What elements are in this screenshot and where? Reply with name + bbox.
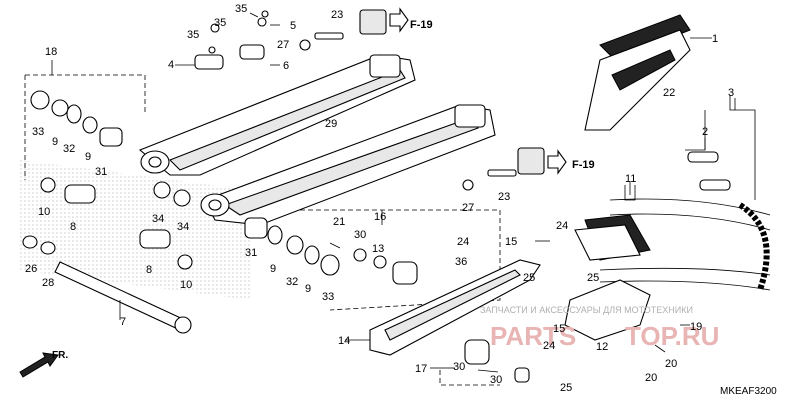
pivot-shaft — [54, 261, 192, 334]
callout-25a: 25 — [523, 272, 535, 284]
callout-32a: 32 — [63, 143, 75, 155]
callout-9b: 9 — [85, 151, 91, 163]
callout-35c: 35 — [187, 29, 199, 41]
left-bearing-stack — [22, 90, 193, 270]
swingarm — [138, 54, 496, 226]
callout-3: 3 — [728, 87, 734, 99]
callout-8b: 8 — [146, 264, 152, 276]
leader-lines — [119, 12, 736, 373]
callout-23b: 23 — [498, 191, 510, 203]
dotted-shading — [20, 160, 250, 300]
watermark-logo-right: TOP.RU — [625, 321, 719, 351]
callout-34b: 34 — [177, 221, 189, 233]
callout-15a: 15 — [505, 236, 517, 248]
front-arrow: FR. — [19, 350, 68, 378]
callout-30c: 30 — [490, 374, 502, 386]
callout-14: 14 — [338, 335, 350, 347]
chain-guard — [584, 14, 691, 131]
callout-25c: 25 — [560, 382, 572, 394]
callout-24b: 24 — [457, 236, 469, 248]
callout-9d: 9 — [305, 283, 311, 295]
callout-31a: 31 — [95, 166, 107, 178]
callout-5: 5 — [290, 20, 296, 32]
callout-2: 2 — [702, 126, 708, 138]
callout-24c: 24 — [543, 340, 555, 352]
diagram-code: MKEAF3200 — [720, 386, 777, 397]
callout-numbers: 1 2 3 4 5 6 7 8 8 9 9 9 9 10 10 11 12 13… — [25, 3, 734, 394]
callout-8a: 8 — [70, 221, 76, 233]
callout-10a: 10 — [38, 206, 50, 218]
callout-25b: 25 — [587, 272, 599, 284]
callout-23a: 23 — [331, 9, 343, 21]
callout-24a: 24 — [556, 220, 568, 232]
callout-20b: 20 — [645, 372, 657, 384]
chain-guide — [574, 214, 651, 261]
adjuster-bolts — [299, 32, 517, 191]
callout-36: 36 — [455, 256, 467, 268]
callout-34a: 34 — [152, 213, 164, 225]
callout-32b: 32 — [286, 276, 298, 288]
callout-27b: 27 — [462, 202, 474, 214]
callout-18: 18 — [45, 46, 57, 58]
callout-22: 22 — [663, 87, 675, 99]
front-label: FR. — [52, 350, 68, 361]
callout-21: 21 — [333, 216, 345, 228]
callout-15b: 15 — [553, 323, 565, 335]
callout-35a: 35 — [235, 3, 247, 15]
callout-27a: 27 — [277, 39, 289, 51]
callout-16: 16 — [374, 211, 386, 223]
callout-31b: 31 — [245, 247, 257, 259]
callout-7: 7 — [120, 316, 126, 328]
callout-13: 13 — [372, 243, 384, 255]
callout-6: 6 — [283, 60, 289, 72]
watermark-tagline: ЗАПЧАСТИ И АКСЕССУАРЫ ДЛЯ МОТОТЕХНИКИ — [480, 305, 693, 315]
top-fasteners — [194, 10, 269, 70]
callout-29: 29 — [325, 118, 337, 130]
callout-10b: 10 — [180, 279, 192, 291]
ref-f19-mid: F-19 — [517, 147, 595, 175]
callout-4: 4 — [168, 59, 174, 71]
callout-35b: 35 — [214, 17, 226, 29]
ref-f19-top: F-19 — [359, 7, 433, 35]
callout-33b: 33 — [322, 291, 334, 303]
callout-33a: 33 — [32, 126, 44, 138]
callout-19: 19 — [690, 321, 702, 333]
callout-20a: 20 — [665, 358, 677, 370]
ref-label-mid: F-19 — [572, 159, 595, 171]
callout-1: 1 — [712, 33, 718, 45]
ref-label-top: F-19 — [410, 19, 433, 31]
callout-12: 12 — [596, 341, 608, 353]
chain-joint — [687, 151, 731, 191]
guide-bracket — [564, 279, 651, 341]
right-bearing-stack — [244, 217, 340, 276]
callout-11: 11 — [625, 173, 636, 185]
callout-30a: 30 — [354, 229, 366, 241]
chain-slider — [369, 259, 541, 356]
callout-17: 17 — [415, 363, 427, 375]
watermark: ЗАПЧАСТИ И АКСЕССУАРЫ ДЛЯ МОТОТЕХНИКИ PA… — [480, 305, 719, 351]
callout-28: 28 — [42, 277, 54, 289]
callout-26: 26 — [25, 263, 37, 275]
callout-9c: 9 — [270, 263, 276, 275]
watermark-logo-left: PARTS — [490, 321, 576, 351]
callout-30b: 30 — [453, 361, 465, 373]
callout-9a: 9 — [52, 136, 58, 148]
collar-roller — [353, 248, 530, 383]
